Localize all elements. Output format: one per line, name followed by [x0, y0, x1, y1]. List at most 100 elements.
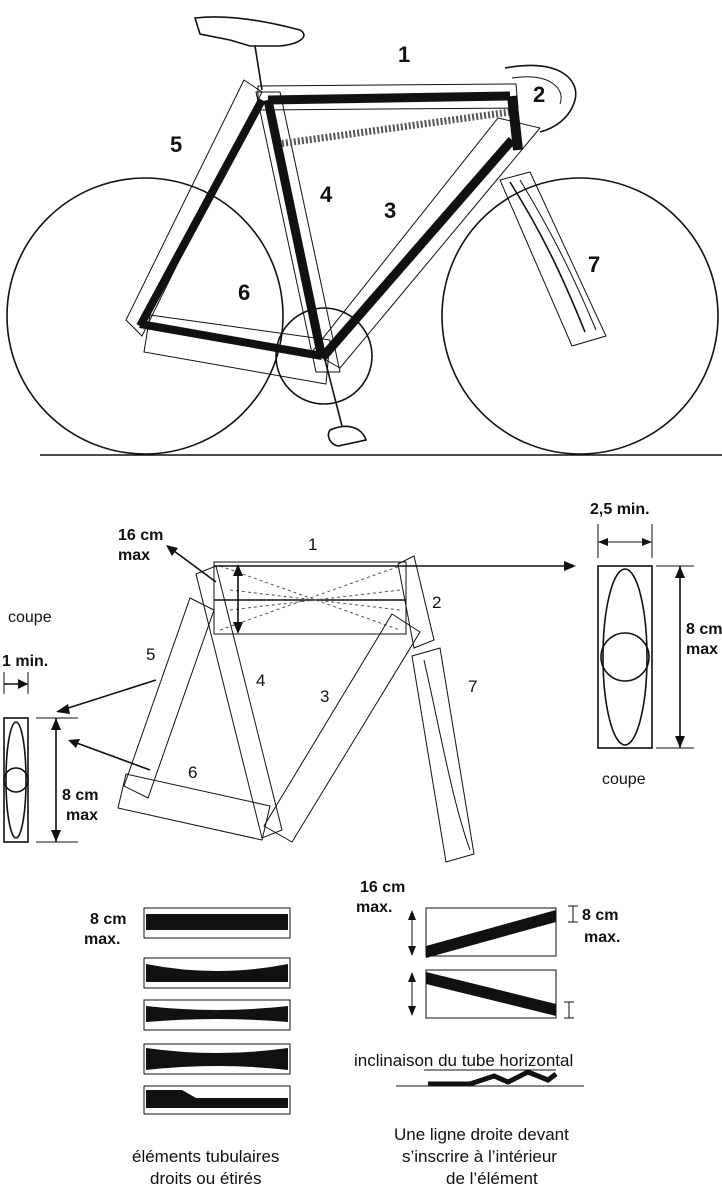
right-width-head-r	[642, 538, 652, 546]
right-cross-section: 2,5 min. 8 cm max coupe	[590, 501, 722, 788]
element-5-box	[123, 597, 215, 799]
element-1-cross-b	[229, 589, 401, 611]
bottom-right-side-height-2: max.	[584, 929, 620, 946]
mid-label-5: 5	[146, 645, 155, 664]
left-width-label: 1 min.	[2, 653, 48, 670]
arrow-from-5	[61, 679, 157, 711]
incline-example-2-box	[425, 969, 557, 1019]
bottom-left-height-2: max.	[84, 931, 120, 948]
mid-height-label: 16 cm	[118, 527, 163, 544]
incline-example-1-box	[425, 907, 557, 957]
chainring	[275, 307, 373, 405]
right-height-label: 8 cm	[686, 621, 722, 638]
element-5-outline	[125, 79, 263, 337]
tube-example-3	[146, 1006, 288, 1022]
height-marker-up	[233, 564, 243, 576]
right-section-circle	[600, 632, 650, 682]
incline-example-2	[426, 972, 556, 1016]
bottom-left-height: 8 cm	[90, 911, 126, 928]
rear-wheel	[6, 177, 284, 455]
top-label-7: 7	[588, 252, 600, 277]
element-1-box	[213, 561, 407, 635]
incline-example-1	[426, 910, 556, 958]
tube-example-3-box	[143, 999, 291, 1031]
element-3-outline	[311, 117, 541, 369]
bottom-left-caption-1: éléments tubulaires	[132, 1147, 279, 1166]
right-section-box	[597, 565, 653, 749]
arrow-from-6-head	[68, 739, 80, 748]
incline-zigzag	[428, 1069, 558, 1087]
element-4-box	[195, 565, 283, 839]
left-section-oval	[5, 721, 27, 839]
top-tube	[267, 91, 511, 105]
height-marker-down	[233, 622, 243, 634]
bottom-right-height-2: max.	[356, 899, 392, 916]
left-width-head-r	[18, 679, 28, 689]
mid-label-7: 7	[468, 677, 477, 696]
element-3-box	[263, 613, 421, 843]
right-section-caption: coupe	[602, 771, 646, 788]
mid-height-label-2: max	[118, 547, 150, 564]
top-label-4: 4	[320, 182, 333, 207]
left-height-label: 8 cm	[62, 787, 98, 804]
left-height-head-t	[51, 718, 61, 730]
left-height-head-b	[51, 830, 61, 842]
element-6-box	[117, 773, 271, 841]
incline-example-2-dim-b	[408, 1006, 416, 1016]
incline-example-1-marker	[568, 905, 578, 923]
down-tube	[318, 137, 516, 361]
left-section-circle	[3, 767, 29, 793]
saddle	[193, 16, 305, 47]
top-label-3: 3	[384, 198, 396, 223]
top-label-1: 1	[398, 42, 410, 67]
front-wheel	[441, 177, 719, 455]
handlebar-inner	[511, 76, 562, 105]
tube-example-5	[146, 1090, 288, 1108]
right-height-head-t	[675, 566, 685, 578]
right-section-oval	[602, 568, 648, 746]
top-label-2: 2	[533, 82, 545, 107]
bottom-right-caption-3: de l’élément	[446, 1169, 538, 1188]
bike-illustration: 1 2 3 4 5 6 7	[6, 16, 722, 456]
element-7-outline	[499, 171, 607, 347]
left-cross-section: coupe 1 min. 8 cm max	[2, 609, 98, 843]
element-2-box	[397, 555, 435, 649]
element-7-box	[411, 647, 475, 863]
mid-label-6: 6	[188, 763, 197, 782]
tube-example-1	[146, 914, 288, 930]
bottom-left-caption-2: droits ou étirés	[150, 1169, 262, 1188]
tube-example-5-box	[143, 1085, 291, 1115]
tube-example-4	[146, 1048, 288, 1070]
tube-example-4-box	[143, 1043, 291, 1075]
element-1-arrowhead	[564, 561, 576, 571]
crank-arm	[323, 355, 343, 427]
mid-label-3: 3	[320, 687, 329, 706]
fork	[509, 181, 586, 333]
straight-line-examples: 16 cm max. 8 cm max. inclinaison du tube…	[354, 879, 620, 1188]
handlebar	[504, 64, 577, 133]
seat-stay	[136, 98, 266, 328]
right-width-label: 2,5 min.	[590, 501, 650, 518]
height-pointer-head	[166, 545, 178, 556]
mid-label-2: 2	[432, 593, 441, 612]
left-height-label-2: max	[66, 807, 98, 824]
elements-schematic: 1 2 3 4 5 6 7 16 cm max 2,5 min. 8 cm ma…	[2, 501, 722, 863]
bottom-right-height: 16 cm	[360, 879, 405, 896]
tubular-elements-examples: 8 cm max. éléments tubulaires droits ou …	[84, 907, 291, 1188]
element-7-curve	[423, 659, 471, 851]
bottom-right-caption-1: Une ligne droite devant	[394, 1125, 569, 1144]
mid-label-4: 4	[256, 671, 265, 690]
incline-example-2-dim-t	[408, 972, 416, 982]
head-tube	[507, 95, 523, 151]
chain-stay	[139, 320, 323, 360]
bottom-right-side-height: 8 cm	[582, 907, 618, 924]
seat-tube	[263, 99, 327, 359]
incline-example-2-marker	[564, 1001, 574, 1019]
seatpost	[254, 45, 263, 91]
mid-label-1: 1	[308, 535, 317, 554]
right-width-head-l	[598, 538, 608, 546]
shoe	[327, 425, 368, 447]
tube-example-2	[146, 964, 288, 982]
